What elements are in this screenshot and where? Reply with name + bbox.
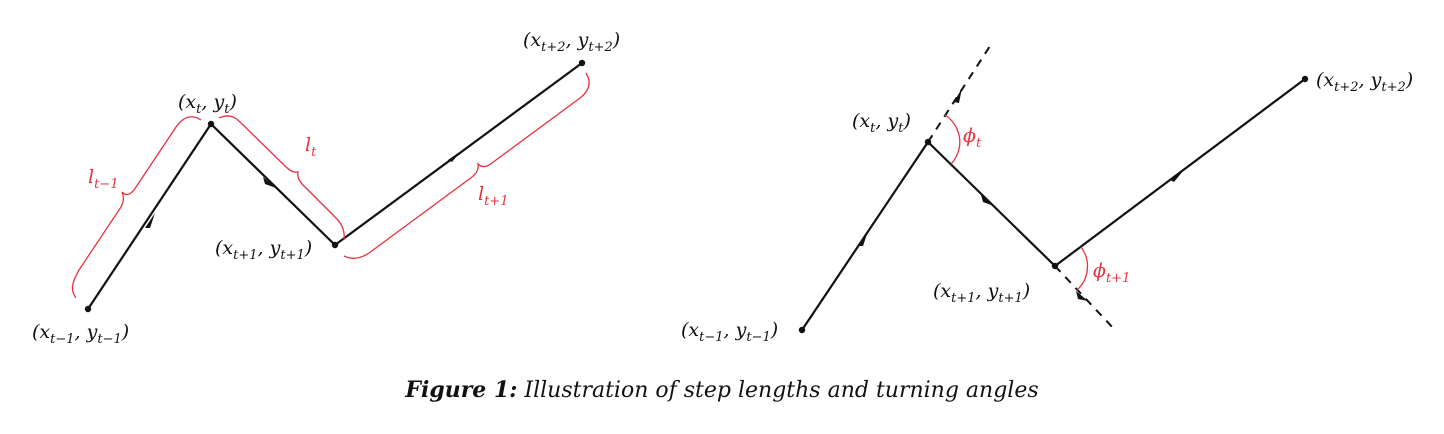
point-marker (207, 120, 215, 128)
point-label-t+1: (xt+1, yt+1) (215, 237, 312, 263)
direction-arrow-1 (858, 231, 868, 246)
figure-canvas: (xt−1, yt−1) (xt, yt) (xt+1, yt+1) (xt+2… (32, 29, 1413, 347)
step-brace-1 (71, 116, 202, 299)
point-marker (84, 305, 92, 313)
heading-extension-1 (927, 45, 991, 143)
turning-angle-label-1: ϕt (963, 125, 982, 151)
point-label-t+1: (xt+1, yt+1) (933, 280, 1030, 306)
point-label-t+2: (xt+2, yt+2) (1316, 69, 1413, 95)
direction-arrow-4 (954, 88, 962, 103)
figure-caption: Figure 1: Illustration of step lengths a… (0, 377, 1444, 403)
left-panel: (xt−1, yt−1) (xt, yt) (xt+1, yt+1) (xt+2… (32, 29, 620, 347)
point-marker (1051, 262, 1059, 270)
point-marker (331, 241, 339, 249)
point-label-t-1: (xt−1, yt−1) (681, 319, 778, 345)
point-marker (578, 59, 586, 67)
point-label-t+2: (xt+2, yt+2) (523, 29, 620, 55)
direction-arrow-3 (448, 151, 461, 162)
step-length-label-2: lt (305, 134, 317, 160)
direction-arrow-2 (981, 195, 994, 206)
caption-label: Figure 1: (405, 377, 518, 403)
turning-angle-arc-2 (1076, 246, 1089, 291)
point-label-t: (xt, yt) (852, 110, 911, 136)
right-panel: (xt−1, yt−1) (xt, yt) (xt+1, yt+1) (xt+2… (681, 45, 1413, 345)
step-brace-2 (218, 115, 345, 241)
caption-text: Illustration of step lengths and turning… (524, 378, 1039, 403)
point-label-t-1: (xt−1, yt−1) (32, 321, 129, 347)
direction-arrow-1 (145, 213, 155, 228)
step-segment-3 (1054, 78, 1306, 267)
point-marker (1301, 75, 1309, 83)
point-marker (798, 326, 806, 334)
step-brace-3 (343, 72, 590, 260)
step-segment-2 (210, 123, 336, 246)
step-length-label-1: lt−1 (88, 166, 118, 192)
turning-angle-arc-1 (944, 114, 961, 165)
point-label-t: (xt, yt) (178, 91, 237, 117)
direction-arrow-3 (1170, 171, 1183, 182)
turning-angle-label-2: ϕt+1 (1093, 260, 1130, 286)
direction-arrow-2 (263, 177, 276, 188)
direction-arrow-5 (1076, 291, 1088, 301)
step-segment-1 (87, 123, 212, 310)
point-marker (924, 138, 932, 146)
step-length-label-3: lt+1 (478, 183, 508, 209)
